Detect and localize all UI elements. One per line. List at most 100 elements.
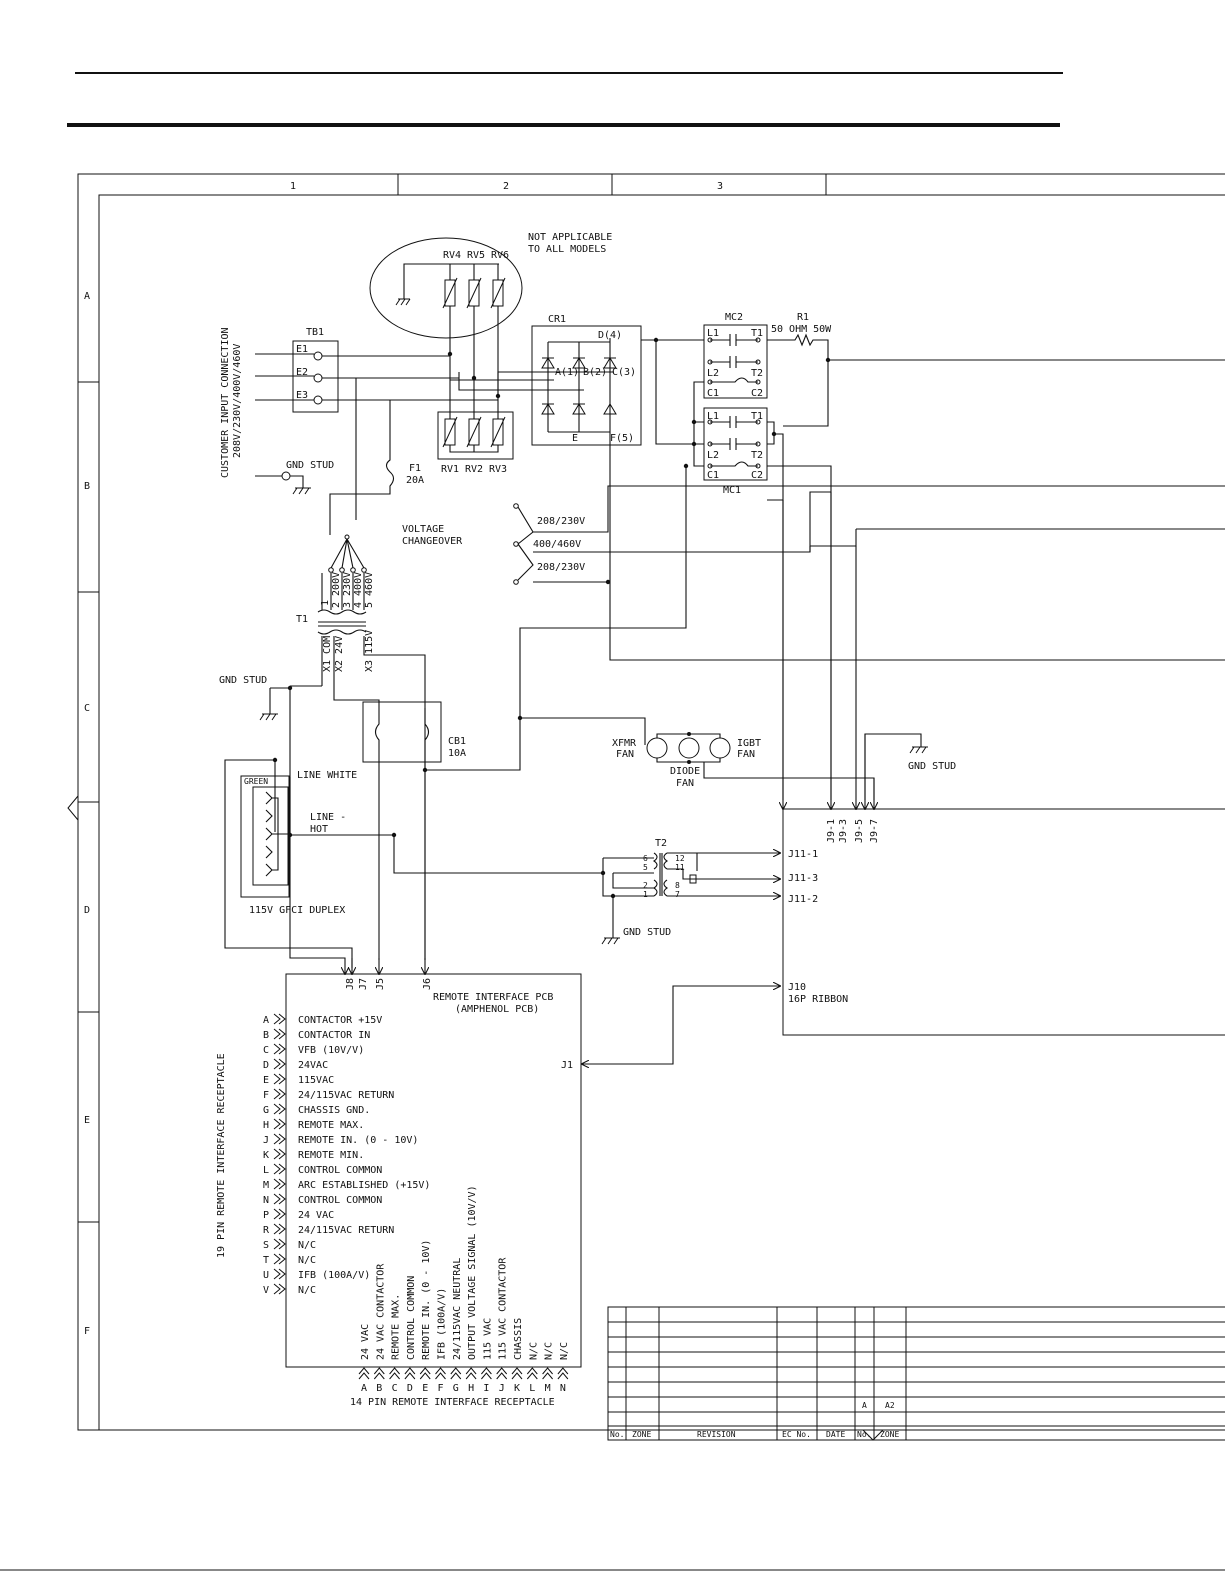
pin19-arrow (273, 1208, 286, 1220)
not-applicable-line1: NOT APPLICABLE (528, 232, 612, 243)
pin14-letter: C (392, 1383, 398, 1394)
pin19-arrow (273, 1178, 286, 1190)
tb1-terminal-block: TB1 E1 E2 E3 (255, 327, 339, 413)
line-hot-label-2: HOT (310, 824, 328, 835)
pin19-arrow (273, 1013, 286, 1025)
rv6-label: RV6 (491, 250, 509, 261)
pin19-letter: C (263, 1045, 269, 1056)
not-applicable-line2: TO ALL MODELS (528, 244, 606, 255)
j6-label: J6 (422, 978, 433, 990)
pcb-title-2: (AMPHENOL PCB) (455, 1004, 539, 1015)
j11-2-label: J11-2 (788, 894, 818, 905)
pin14-arrow (542, 1367, 553, 1380)
r1-value: 50 OHM 50W (771, 324, 832, 335)
pin19-signal: N/C (298, 1285, 316, 1296)
gfci-label: 115V GFCI DUPLEX (249, 905, 345, 916)
gfci-duplex: GREEN LINE WHITE LINE - HOT 115V GFCI DU… (224, 757, 603, 968)
voltage-jumper: 208/230V 400/460V 208/230V (513, 485, 1225, 585)
j1-label: J1 (561, 1060, 573, 1071)
row-label-f: F (84, 1326, 90, 1337)
igbt-fan-label-2: FAN (737, 749, 755, 760)
pin14-letter: D (407, 1383, 413, 1394)
pin19-signal: CHASSIS GND. (298, 1105, 370, 1116)
j9-3-label: J9-3 (838, 819, 849, 843)
pin19-letter: F (263, 1090, 269, 1101)
pin19-signal: REMOTE MAX. (298, 1120, 364, 1131)
f5-label: F(5) (610, 433, 634, 444)
f1-fuse: F1 20A (329, 377, 424, 535)
pin14-letter: J (499, 1383, 505, 1394)
rv4-label: RV4 (443, 250, 461, 261)
revision-block: No. ZONE REVISION EC No. DATE No. ZONE A… (607, 1306, 1225, 1441)
pin19-arrow (273, 1253, 286, 1265)
pin19-signal: CONTACTOR +15V (298, 1015, 382, 1026)
row-label-a: A (84, 291, 90, 302)
col-label-2: 2 (503, 181, 509, 192)
pin14-arrow (404, 1367, 416, 1380)
pin14-signal: 24 VAC (360, 1324, 371, 1360)
pin19-signal: 24/115VAC RETURN (298, 1090, 394, 1101)
pin14-letter: H (468, 1383, 474, 1394)
pin14-column: N/CM (542, 1342, 555, 1394)
pin19-arrow (273, 1118, 286, 1130)
t2-label: T2 (655, 838, 667, 849)
pin14-letter: F (438, 1383, 444, 1394)
pin14-signal: OUTPUT VOLTAGE SIGNAL (10V/V) (467, 1185, 478, 1360)
t1-label: T1 (296, 614, 308, 625)
j11-3-label: J11-3 (788, 873, 818, 884)
pin19-letter: T (263, 1255, 269, 1266)
receptacle-19-label: 19 PIN REMOTE INTERFACE RECEPTACLE (216, 1053, 227, 1258)
pin14-signal: 115 VAC (482, 1318, 493, 1360)
rev-entry-zone: A2 (885, 1401, 895, 1410)
v208-230-label-b: 208/230V (537, 562, 585, 573)
rev-header-ec-no: EC No. (782, 1430, 811, 1439)
r1-resistor (767, 333, 1225, 361)
pin14-signal: IFB (100A/V) (437, 1288, 448, 1360)
mc1-contactor: L1 T1 L2 T2 C1 C2 MC1 (703, 407, 768, 496)
mc1-l2-label: L2 (707, 450, 719, 461)
drawing-frame: 1 2 3 A B C D E F (67, 173, 1225, 1441)
pin14-signal: CHASSIS (513, 1318, 524, 1360)
e2-label: E2 (296, 367, 308, 378)
f1-label: F1 (409, 463, 421, 474)
pin14-arrow (481, 1367, 492, 1380)
pin19-row: L CONTROL COMMON (263, 1163, 382, 1176)
pin19-arrow (273, 1268, 286, 1280)
t2-pin-2: 2 (643, 881, 648, 890)
pin14-arrow (435, 1367, 446, 1380)
tap-1-label: 1 (320, 600, 331, 606)
rev-header-no-2: No. (857, 1430, 871, 1439)
line-white-label: LINE WHITE (297, 770, 357, 781)
pin19-arrow (273, 1148, 286, 1160)
pin14-arrow (419, 1367, 431, 1380)
row-label-d: D (84, 905, 90, 916)
pin14-signal: 24 VAC CONTACTOR (375, 1263, 386, 1360)
pin19-letter: L (263, 1165, 269, 1176)
cr1-label: CR1 (548, 314, 566, 325)
mc2-label: MC2 (725, 312, 743, 323)
cb1-value: 10A (448, 748, 466, 759)
j11-1-label: J11-1 (788, 849, 818, 860)
pin19-arrow (273, 1073, 286, 1085)
rv2-label: RV2 (465, 464, 483, 475)
t2-pin-12: 12 (675, 854, 685, 863)
pin19-letter: S (263, 1240, 269, 1251)
tap-2-label: 2 200V (331, 572, 342, 608)
pin14-column: IFB (100A/V) F (435, 1288, 448, 1394)
pin19-signal: CONTROL COMMON (298, 1165, 382, 1176)
line-hot-label-1: LINE - (310, 812, 346, 823)
col-label-3: 3 (717, 181, 723, 192)
row-label-c: C (84, 703, 90, 714)
pin19-arrow (273, 1223, 286, 1235)
gnd-stud-b-label: GND STUD (286, 460, 334, 471)
pin19-letter: K (263, 1150, 269, 1161)
pin19-arrow (273, 1028, 286, 1040)
mc1-label: MC1 (723, 485, 741, 496)
